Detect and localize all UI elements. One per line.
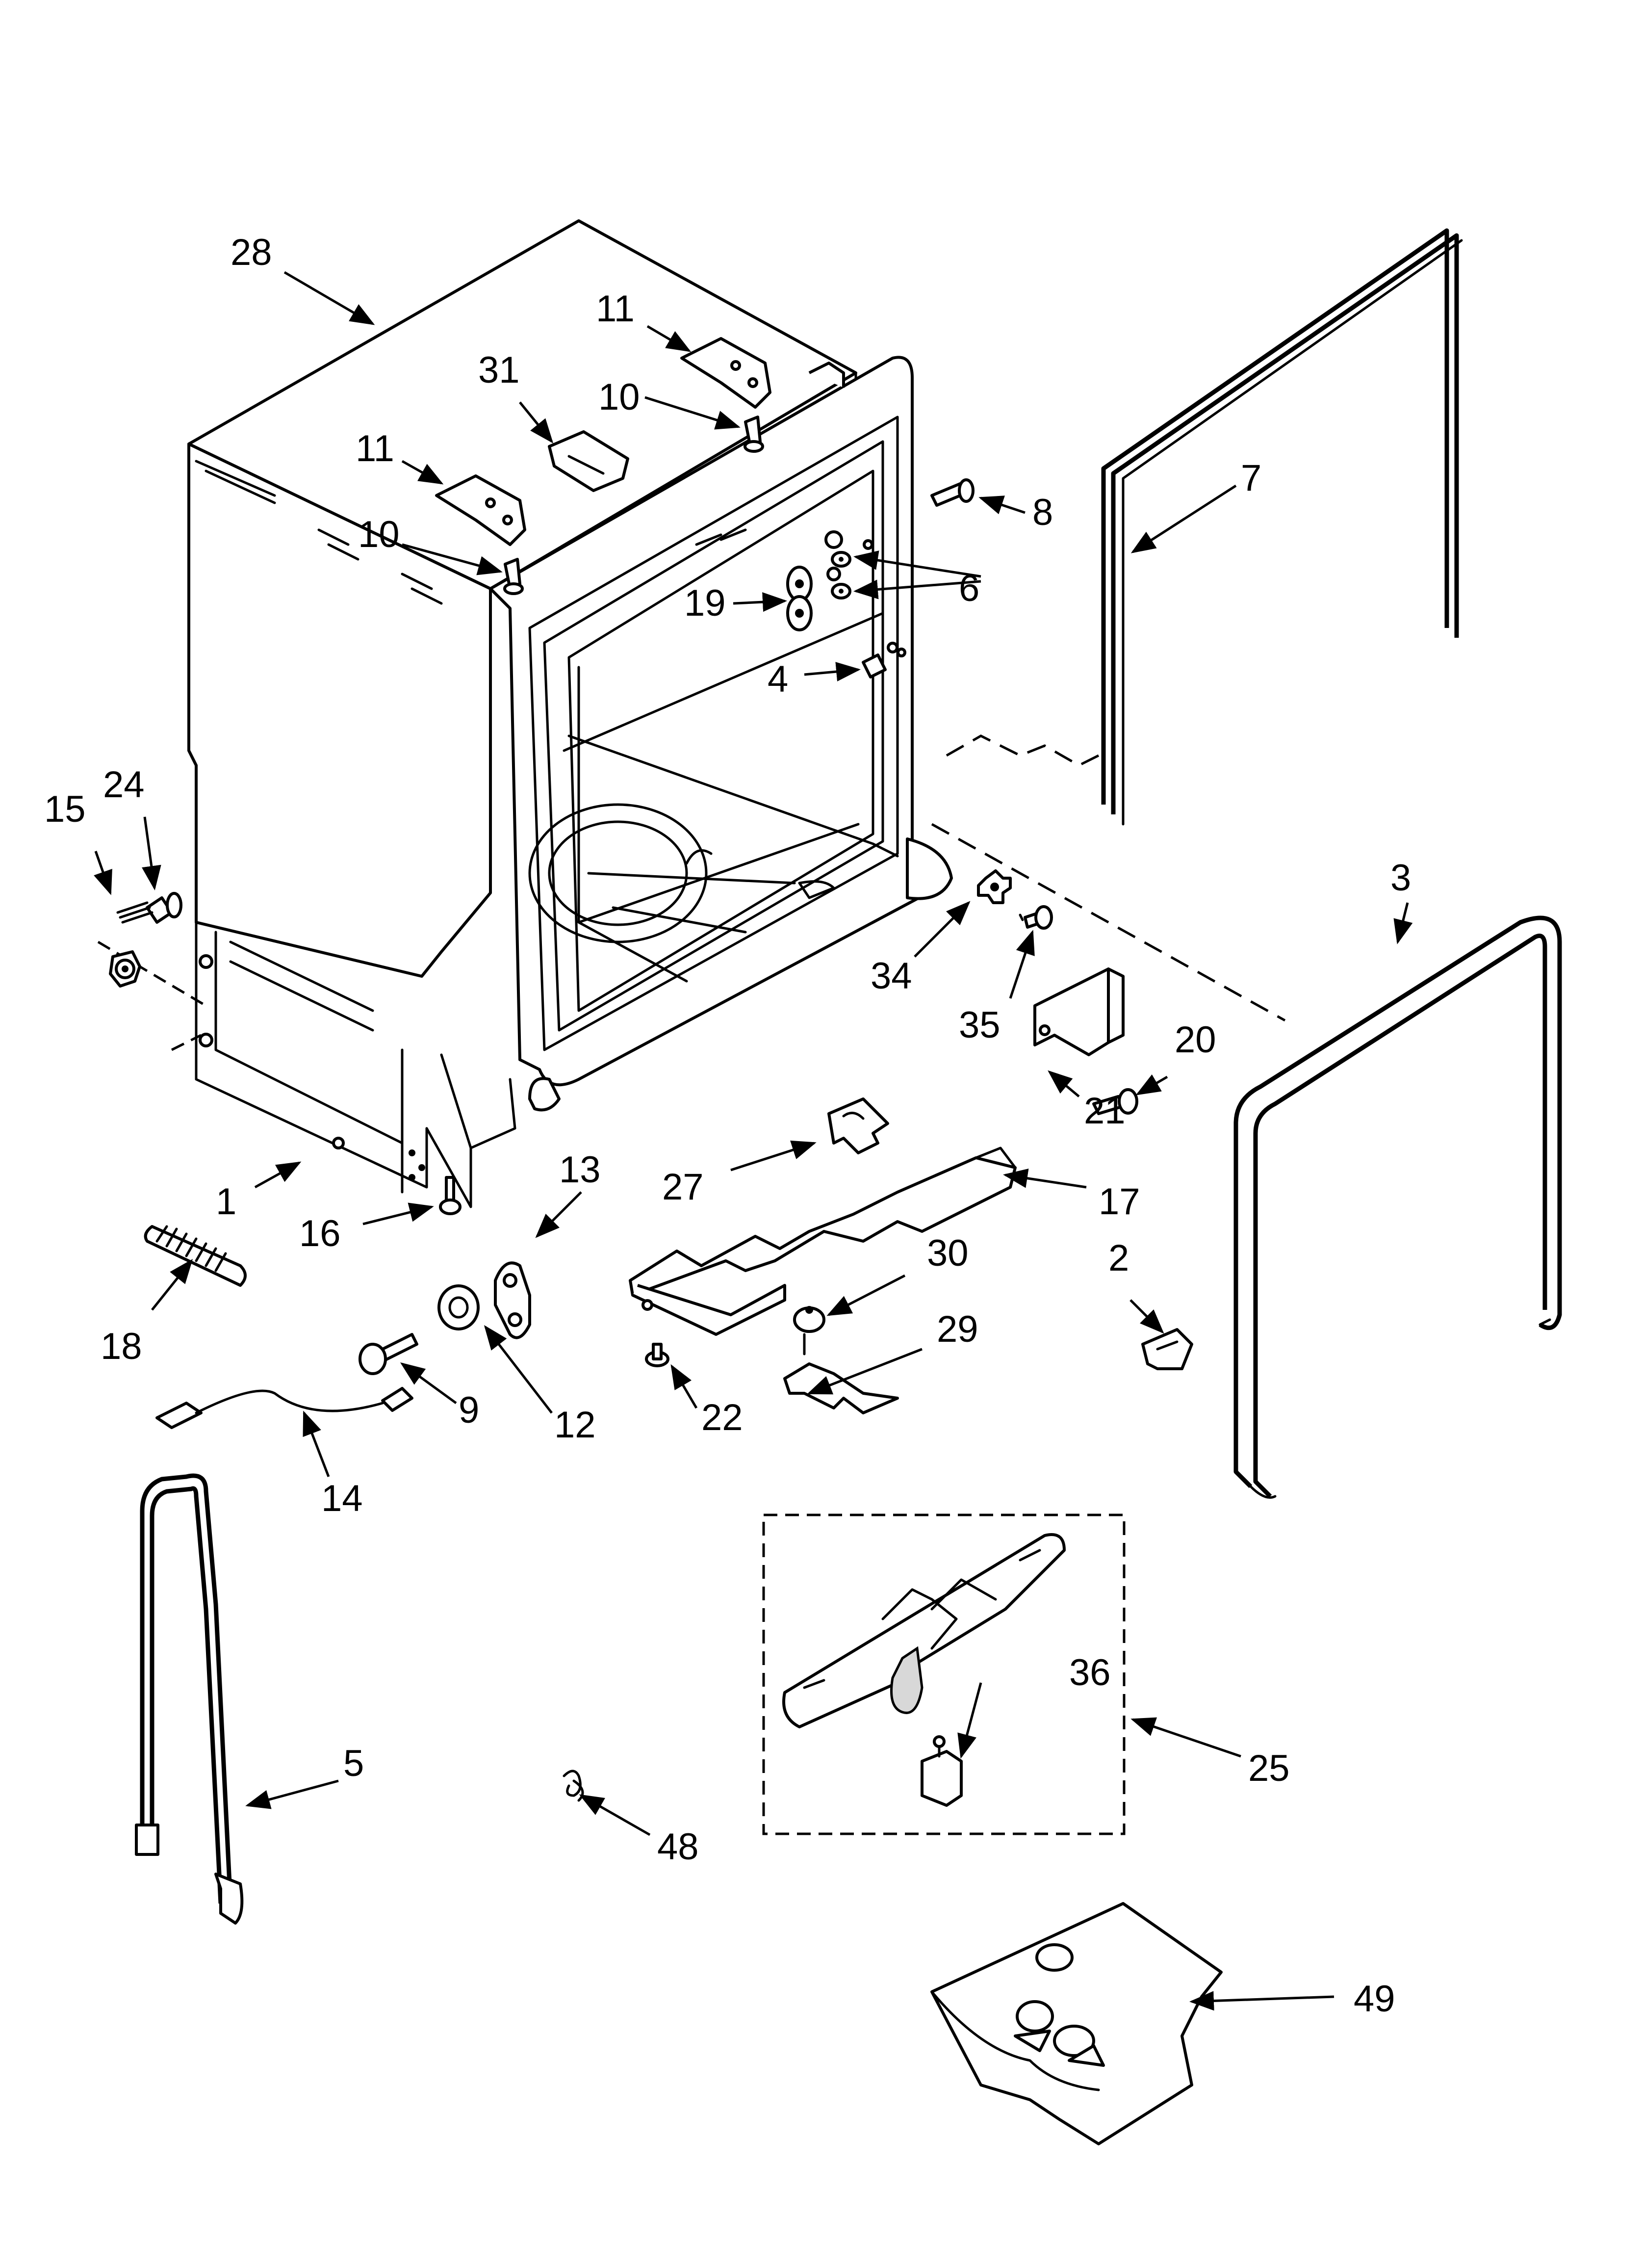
- bracket-29: [783, 1362, 899, 1414]
- label-27: 27: [662, 1166, 704, 1208]
- clip-34: [977, 869, 1012, 904]
- door-gasket-3: [1233, 915, 1562, 1499]
- tub-assembly: [187, 219, 953, 1208]
- hinge-bracket-upper: [680, 337, 771, 409]
- assembly-box-25: [762, 1513, 1126, 1835]
- spring-18: [144, 1225, 247, 1287]
- label-49: 49: [1354, 1978, 1395, 2020]
- screw-22: [645, 1343, 669, 1367]
- label-35: 35: [959, 1004, 1001, 1046]
- label-6: 6: [959, 568, 979, 609]
- door-gasket-7: [1101, 228, 1463, 826]
- screw-10-upper: [744, 416, 764, 453]
- label-20: 20: [1175, 1019, 1216, 1061]
- spray-arm-manifold: [782, 1533, 1066, 1728]
- clip-27: [827, 1097, 889, 1154]
- label-31: 31: [478, 349, 520, 391]
- ground-wire-14: [155, 1387, 413, 1429]
- plug-4: [862, 648, 906, 678]
- label-10-upper: 10: [598, 376, 640, 418]
- screw-20: [1092, 1088, 1138, 1115]
- hinge-bracket-lower: [435, 474, 526, 546]
- label-1: 1: [216, 1181, 236, 1223]
- label-7: 7: [1241, 457, 1261, 499]
- switch-30: [793, 1306, 825, 1356]
- washers-6: [831, 539, 873, 600]
- label-19: 19: [684, 582, 726, 624]
- callout-labels: 28 11 31 10 11 10 7 8 6 19 4 24 15 3 34 …: [44, 232, 1411, 2020]
- label-2: 2: [1108, 1237, 1129, 1279]
- label-30: 30: [927, 1232, 969, 1274]
- label-4: 4: [768, 658, 788, 700]
- label-22: 22: [701, 1397, 743, 1438]
- label-18: 18: [101, 1326, 142, 1367]
- screw-10-lower: [503, 558, 524, 595]
- label-11-lower: 11: [356, 428, 394, 469]
- label-12: 12: [554, 1404, 596, 1446]
- label-36: 36: [1069, 1652, 1111, 1694]
- tub-bracket-31: [548, 430, 629, 492]
- label-9: 9: [459, 1389, 479, 1431]
- leveling-leg-16: [439, 1176, 462, 1215]
- label-28: 28: [231, 232, 272, 273]
- label-34: 34: [871, 955, 912, 997]
- label-8: 8: [1032, 492, 1053, 533]
- guide-line-left-2: [171, 1034, 202, 1051]
- wheel-12: [437, 1284, 480, 1330]
- guide-line-mid: [931, 823, 1286, 1022]
- screw-9: [359, 1333, 418, 1375]
- label-15: 15: [44, 788, 86, 830]
- screw-35: [1019, 905, 1053, 930]
- clip-2: [1141, 1328, 1193, 1370]
- label-5: 5: [343, 1743, 364, 1784]
- parts-bag-49: [930, 1902, 1223, 2145]
- bracket-21: [1033, 967, 1125, 1056]
- leader-arrows: [94, 271, 1413, 2011]
- label-10-lower: 10: [358, 514, 400, 555]
- label-16: 16: [299, 1213, 341, 1254]
- label-3: 3: [1390, 857, 1411, 899]
- label-21: 21: [1084, 1090, 1126, 1132]
- label-24: 24: [103, 764, 145, 806]
- component-36: [921, 1735, 963, 1807]
- drain-hose-5: [135, 1473, 244, 1925]
- label-17: 17: [1099, 1181, 1140, 1223]
- label-29: 29: [937, 1308, 978, 1350]
- vent-19: [786, 566, 813, 631]
- bracket-13: [494, 1261, 531, 1339]
- screw-24: [116, 892, 182, 924]
- screw-8: [930, 478, 975, 507]
- nut-15: [109, 950, 141, 988]
- label-25: 25: [1248, 1747, 1290, 1789]
- label-48: 48: [657, 1826, 699, 1868]
- guide-line-back: [946, 734, 1100, 767]
- label-13: 13: [559, 1149, 601, 1191]
- label-14: 14: [321, 1478, 363, 1519]
- label-11-upper: 11: [596, 288, 635, 330]
- clip-48: [563, 1770, 584, 1802]
